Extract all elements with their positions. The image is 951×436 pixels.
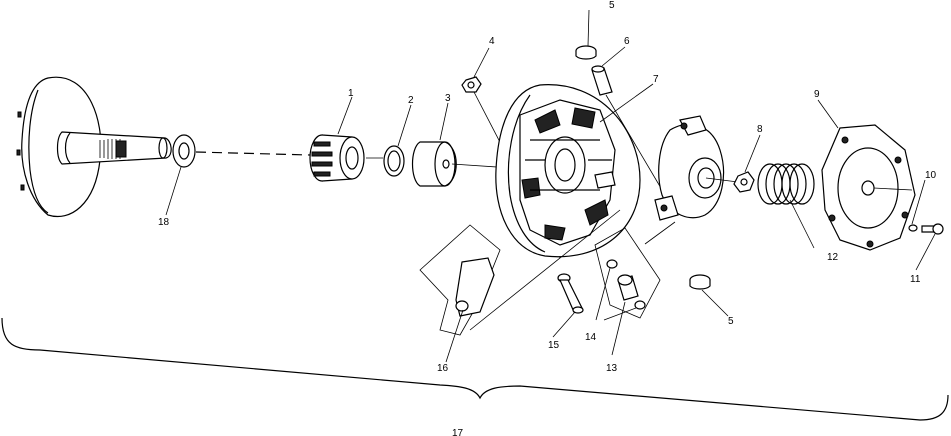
callout-15: 15 [548, 340, 560, 351]
callout-8: 8 [757, 124, 763, 135]
leader-lines [165, 9, 936, 363]
part-11-screw [921, 223, 944, 235]
part-8-nut [733, 171, 755, 193]
part-5-cap-bottom [689, 274, 711, 290]
callout-10: 10 [925, 170, 937, 181]
callout-4: 4 [489, 36, 495, 47]
callout-2: 2 [408, 95, 414, 106]
part-6-pin [591, 65, 669, 201]
part-10-washer [908, 224, 918, 232]
part-12-spring [757, 163, 815, 205]
part-13-14-roller-set [594, 227, 661, 319]
assembly-axis-line [195, 151, 311, 156]
callout-18: 18 [158, 217, 170, 228]
callout-12: 12 [827, 252, 839, 263]
callout-17: 17 [452, 428, 464, 436]
callout-9: 9 [814, 89, 820, 100]
callout-5-bottom: 5 [728, 316, 734, 327]
callout-1: 1 [348, 88, 354, 99]
part-16-shoe [419, 224, 501, 336]
part-18-washer [172, 134, 196, 168]
callout-16: 16 [437, 363, 449, 374]
callout-5-top: 5 [609, 0, 615, 11]
callout-13: 13 [606, 363, 618, 374]
part-5-cap-top [575, 45, 597, 60]
part-1-bushing [309, 134, 383, 182]
spider-assembly [644, 115, 739, 245]
part-2-o-ring [383, 145, 405, 177]
part-7-movable-sheave [469, 84, 641, 331]
callout-6: 6 [624, 36, 630, 47]
callout-3: 3 [445, 93, 451, 104]
part-15-bolt [557, 273, 584, 314]
fixed-sheave [16, 76, 172, 217]
callout-11: 11 [910, 274, 921, 285]
part-9-cover [821, 124, 916, 251]
assembly-bracket-17 [1, 317, 949, 421]
callout-14: 14 [585, 332, 597, 343]
callout-7: 7 [653, 74, 659, 85]
